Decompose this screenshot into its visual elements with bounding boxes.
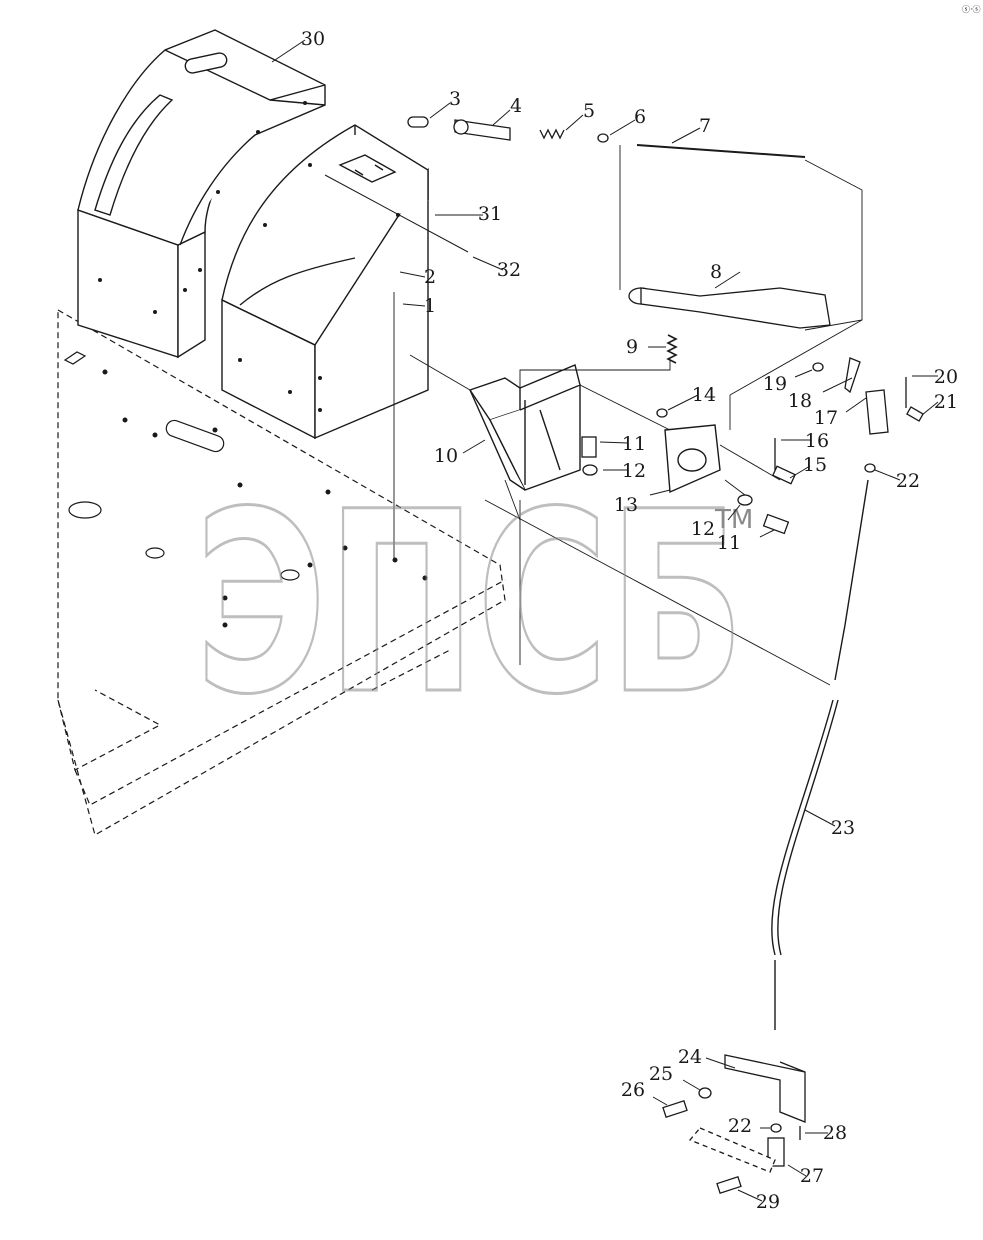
- cable-part-23: [771, 479, 869, 1030]
- callout-label-31: 31: [478, 203, 502, 225]
- callout-label-10: 10: [434, 445, 458, 467]
- callout-label-25: 25: [649, 1063, 673, 1085]
- connector-lines: [393, 145, 863, 686]
- callout-leader-7: [671, 127, 701, 144]
- plate-part-13: [664, 424, 721, 494]
- callout-label-26: 26: [621, 1079, 645, 1101]
- floor-plate: [57, 308, 506, 836]
- callout-leader-22: [874, 469, 901, 481]
- callout-label-13: 13: [614, 494, 638, 516]
- floor-plate-holes: [63, 351, 300, 581]
- callout-label-22: 22: [728, 1115, 752, 1137]
- callout-leader-12: [727, 504, 741, 521]
- floor-plate-bolts: [102, 369, 428, 628]
- callout-leader-8: [714, 271, 741, 289]
- linkage-parts: [581, 357, 924, 535]
- callout-leader-23: [804, 809, 836, 827]
- housing-31-bolts: [238, 163, 400, 412]
- callout-label-20: 20: [934, 366, 958, 388]
- spring-part-9: [666, 334, 678, 364]
- callout-leaders: [271, 39, 939, 1202]
- callout-label-23: 23: [831, 817, 855, 839]
- callout-label-17: 17: [814, 407, 838, 429]
- callout-leader-14: [667, 394, 699, 411]
- callout-leader-11: [599, 441, 629, 444]
- callout-label-1: 1: [424, 295, 436, 317]
- callout-leader-15: [789, 465, 811, 479]
- callout-label-28: 28: [823, 1122, 847, 1144]
- callout-label-7: 7: [699, 115, 711, 137]
- bracket-part-10: [468, 364, 581, 491]
- callout-label-22: 22: [896, 470, 920, 492]
- callout-label-3: 3: [449, 88, 461, 110]
- cover-part-30: [77, 29, 326, 359]
- callout-leader-29: [737, 1189, 763, 1202]
- watermark: ЭПСБ TM: [194, 457, 754, 751]
- callout-label-32: 32: [497, 259, 521, 281]
- callout-label-27: 27: [800, 1165, 824, 1187]
- cover-30-bolts: [98, 101, 307, 314]
- small-parts-top: [407, 116, 806, 158]
- callout-leader-2: [399, 271, 426, 278]
- callout-label-19: 19: [763, 373, 787, 395]
- callout-leader-32: [472, 256, 504, 271]
- callout-leader-19: [794, 369, 813, 378]
- callout-leader-17: [845, 397, 867, 413]
- callout-label-16: 16: [805, 430, 829, 452]
- callout-leader-24: [705, 1057, 736, 1069]
- callout-label-24: 24: [678, 1046, 702, 1068]
- callout-label-5: 5: [583, 100, 595, 122]
- callout-leader-25: [682, 1079, 701, 1091]
- bottom-bracket-parts: [662, 1054, 806, 1194]
- callout-label-30: 30: [301, 28, 325, 50]
- callout-label-6: 6: [634, 106, 646, 128]
- callout-leader-10: [462, 439, 486, 454]
- callout-label-18: 18: [788, 390, 812, 412]
- callout-leader-1: [402, 303, 426, 307]
- callout-leader-3: [429, 102, 451, 119]
- watermark-trademark: TM: [714, 505, 753, 535]
- callout-leader-6: [609, 119, 636, 136]
- callout-leader-5: [565, 114, 584, 131]
- callout-label-8: 8: [710, 261, 722, 283]
- callout-label-11: 11: [717, 532, 741, 554]
- callout-leader-18: [822, 377, 853, 393]
- callout-leader-27: [787, 1164, 807, 1177]
- callout-label-12: 12: [622, 460, 646, 482]
- callout-label-14: 14: [692, 384, 716, 406]
- callout-leader-26: [652, 1096, 668, 1106]
- callout-label-4: 4: [510, 95, 522, 117]
- callout-leader-13: [649, 489, 671, 496]
- corner-mark: ⓢ·ⓢ: [962, 5, 981, 14]
- callout-leader-4: [492, 109, 511, 126]
- callout-label-12: 12: [691, 518, 715, 540]
- callout-label-2: 2: [424, 266, 436, 288]
- housing-part-31: [221, 124, 429, 440]
- callout-label-15: 15: [803, 454, 827, 476]
- callout-leader-30: [271, 39, 306, 63]
- callout-label-9: 9: [626, 336, 638, 358]
- lever-part-8: [628, 287, 831, 329]
- callout-leader-11: [759, 529, 775, 538]
- callout-label-21: 21: [934, 391, 958, 413]
- watermark-text: ЭПСБ: [195, 458, 745, 749]
- callout-label-29: 29: [756, 1191, 780, 1213]
- callout-label-11: 11: [622, 433, 646, 455]
- callout-leader-21: [921, 401, 939, 416]
